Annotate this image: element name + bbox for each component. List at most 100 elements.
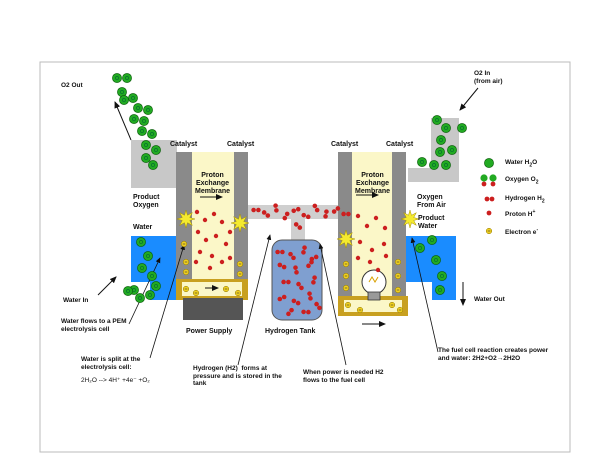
electron-icon	[182, 268, 190, 276]
catalyst-label-right-2: Catalyst	[386, 141, 414, 148]
hydrogen-molecule-icon	[293, 222, 303, 230]
legend-label-3: Proton H+	[505, 209, 536, 219]
hydrogen-molecule-icon	[275, 249, 285, 255]
legend-electron-icon	[485, 227, 493, 235]
water-split-annotation: Water is split at the electrolysis cell:	[81, 356, 141, 371]
proton-icon	[213, 233, 219, 239]
water-molecule-icon	[147, 129, 157, 139]
proton-icon	[203, 237, 209, 243]
electron-icon	[342, 272, 350, 280]
power-needed-annotation: When power is needed H2 flows to the fue…	[303, 369, 384, 384]
water-molecule-icon	[129, 114, 139, 124]
electron-icon	[394, 272, 402, 280]
electron-icon	[342, 284, 350, 292]
proton-icon	[195, 229, 201, 235]
hydrogen-molecule-icon	[331, 206, 341, 214]
water-molecule-icon	[117, 87, 127, 97]
fuel-cell-reaction-annotation: The fuel cell reaction creates power and…	[438, 347, 549, 362]
legend-label-4: Electron e-	[505, 227, 539, 237]
electron-icon	[356, 306, 364, 314]
legend-label-1: Oxygen O2	[505, 176, 539, 186]
hydrogen-molecule-icon	[291, 298, 301, 306]
water-molecule-icon	[145, 290, 155, 300]
hydrogen-molecule-icon	[293, 265, 299, 275]
water-molecule-icon	[141, 153, 151, 163]
water-molecule-icon	[417, 157, 427, 167]
o2-out-label: O2 Out	[61, 82, 83, 89]
hydrogen-molecule-icon	[288, 251, 296, 261]
proton-icon	[223, 241, 229, 247]
hydrogen-molecule-icon	[291, 206, 301, 214]
legend-label-0: Water H2O	[505, 159, 538, 169]
water-molecule-icon	[457, 123, 467, 133]
water-molecule-icon	[143, 251, 153, 261]
hydrogen-molecule-icon	[282, 211, 290, 221]
proton-icon	[381, 241, 387, 247]
water-molecule-icon	[136, 237, 146, 247]
water-in-label: Water In	[63, 297, 89, 304]
hydrogen-molecule-icon	[277, 294, 287, 302]
proton-icon	[373, 215, 379, 221]
hydrogen-molecule-icon	[296, 281, 304, 291]
hydrogen-molecule-icon	[251, 207, 261, 213]
proton-icon	[355, 213, 361, 219]
proton-icon	[197, 249, 203, 255]
proton-icon	[193, 259, 199, 265]
o2-in-arrow	[459, 87, 479, 111]
proton-icon	[194, 209, 200, 215]
water-molecule-icon	[427, 235, 437, 245]
water-molecule-icon	[437, 271, 447, 281]
legend-label-2: Hydrogen H2	[505, 195, 545, 205]
water-molecule-icon	[447, 145, 457, 155]
reaction-burst-icon	[230, 213, 250, 233]
reaction-burst-icon	[176, 209, 196, 229]
proton-icon	[219, 259, 225, 265]
water-split-equation: 2H₂O --> 4H⁺ +4e⁻ +O₂	[81, 377, 150, 384]
legend-hydrogen-molecule-icon	[484, 196, 495, 202]
catalyst-label-left-1: Catalyst	[170, 141, 198, 148]
power-supply-box	[183, 298, 243, 320]
water-molecule-icon	[429, 160, 439, 170]
water-inlet-left	[131, 236, 176, 300]
water-molecule-icon	[431, 255, 441, 265]
electron-icon	[236, 270, 244, 278]
electron-icon	[222, 285, 230, 293]
water-molecule-icon	[143, 105, 153, 115]
catalyst-label-left-2: Catalyst	[227, 141, 255, 148]
water-molecule-icon	[141, 140, 151, 150]
proton-icon	[369, 247, 375, 253]
hydrogen-molecule-icon	[273, 203, 279, 213]
product-oxygen-label: Product Oxygen	[133, 194, 160, 209]
proton-icon	[219, 219, 225, 225]
light-bulb-icon	[361, 269, 387, 301]
water-molecule-icon	[139, 116, 149, 126]
water-molecule-icon	[128, 93, 138, 103]
power-supply-label: Power Supply	[186, 328, 233, 335]
hydrogen-molecule-icon	[311, 275, 317, 285]
hydrogen-molecule-icon	[314, 301, 322, 311]
water-molecule-icon	[435, 285, 445, 295]
water-molecule-icon	[133, 103, 143, 113]
hydrogen-molecule-icon	[286, 307, 294, 317]
hydrogen-molecule-icon	[312, 203, 320, 213]
proton-icon	[227, 255, 233, 261]
water-flows-annotation: Water flows to a PEM electrolysis cell	[61, 318, 127, 333]
reaction-burst-icon	[336, 229, 356, 249]
electron-icon	[182, 258, 190, 266]
proton-icon	[202, 217, 208, 223]
electron-icon	[234, 289, 242, 297]
legend-oxygen-molecule-icon	[480, 174, 497, 187]
proton-icon	[364, 223, 370, 229]
electron-icon	[396, 306, 404, 314]
legend-water-molecule-icon	[484, 158, 494, 168]
water-molecule-icon	[415, 243, 425, 253]
water-molecule-icon	[137, 263, 147, 273]
water-molecule-icon	[122, 73, 132, 83]
membrane-label-left: Proton Exchange Membrane	[195, 172, 231, 195]
water-molecule-icon	[151, 281, 161, 291]
o2-out-arrow	[114, 101, 132, 141]
proton-icon	[207, 265, 213, 271]
proton-icon	[209, 253, 215, 259]
hydrogen-molecule-icon	[277, 262, 287, 270]
